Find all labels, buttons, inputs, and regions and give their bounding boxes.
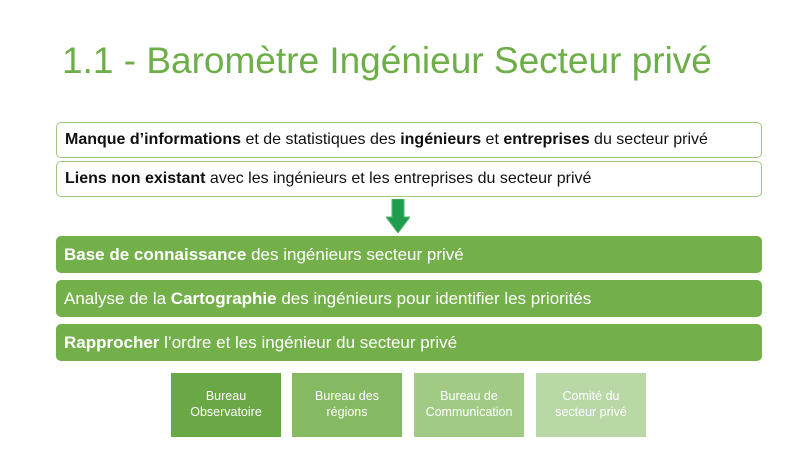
- tile-bureau-communication: Bureau de Communication: [414, 373, 524, 437]
- action-text: Rapprocher l’ordre et les ingénieur du s…: [64, 332, 458, 352]
- tile-line1: Bureau: [205, 389, 247, 404]
- action-box-rapprocher: Rapprocher l’ordre et les ingénieur du s…: [56, 324, 762, 361]
- tile-line2: Observatoire: [190, 405, 262, 419]
- problem-box-information-lack: Manque d’informations et de statistiques…: [56, 122, 762, 158]
- down-arrow-icon: [386, 199, 410, 233]
- tile-comite-secteur-prive: Comité du secteur privé: [536, 373, 646, 437]
- tile-line1: Comité du: [562, 389, 620, 404]
- action-text: Base de connaissance des ingénieurs sect…: [64, 244, 464, 264]
- tile-bureau-regions: Bureau des régions: [292, 373, 402, 437]
- action-text: Analyse de la Cartographie des ingénieur…: [64, 288, 592, 308]
- tile-line1: Bureau de: [440, 389, 498, 404]
- problem-text: Liens non existant avec les ingénieurs e…: [65, 170, 592, 187]
- slide-title: 1.1 - Baromètre Ingénieur Secteur privé: [62, 40, 712, 81]
- action-box-knowledge-base: Base de connaissance des ingénieurs sect…: [56, 236, 762, 273]
- tile-line2: secteur privé: [555, 405, 627, 419]
- tile-line1: Bureau des: [315, 389, 379, 404]
- action-box-cartography: Analyse de la Cartographie des ingénieur…: [56, 280, 762, 317]
- tile-line2: Communication: [425, 405, 513, 419]
- problem-box-missing-links: Liens non existant avec les ingénieurs e…: [56, 161, 762, 197]
- tile-line2: régions: [326, 405, 368, 419]
- problem-text: Manque d’informations et de statistiques…: [65, 131, 708, 148]
- tile-bureau-observatoire: Bureau Observatoire: [171, 373, 281, 437]
